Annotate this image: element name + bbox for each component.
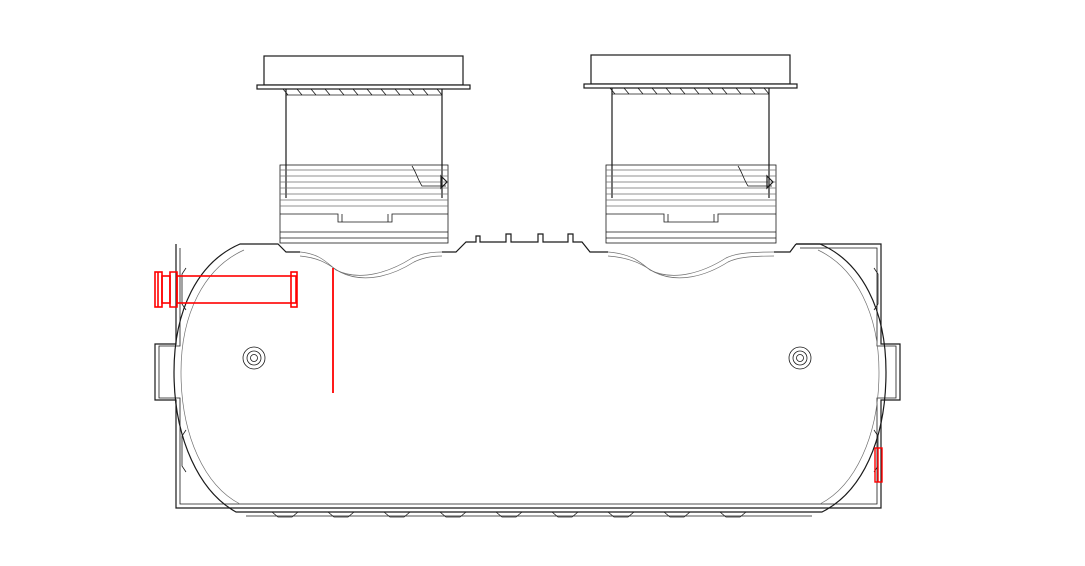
manhole-right-lid <box>590 54 791 85</box>
manhole-left <box>256 55 471 244</box>
tank-top-profile <box>262 233 797 279</box>
port-left <box>242 346 266 370</box>
tank-body <box>154 243 901 518</box>
manhole-right <box>583 54 798 244</box>
manhole-left-lid <box>263 55 464 86</box>
inlet-pipe <box>154 271 298 308</box>
manhole-right-flange <box>583 83 798 89</box>
manhole-left-flange <box>256 84 471 90</box>
outlet-pipe <box>874 447 883 483</box>
port-right <box>788 346 812 370</box>
